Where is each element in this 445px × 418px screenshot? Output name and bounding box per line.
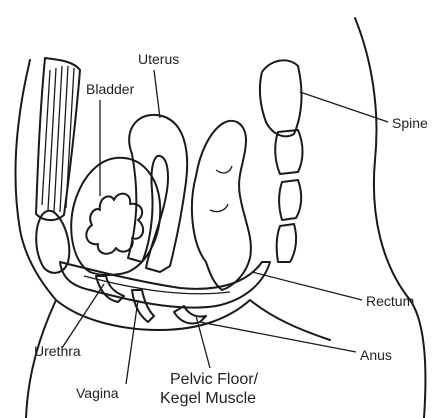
- bladder-label: Bladder: [86, 81, 135, 97]
- rectum-label: Rectum: [366, 293, 414, 309]
- anus-opening: [174, 306, 206, 324]
- vagina-leader: [126, 300, 138, 384]
- bladder: [71, 158, 160, 275]
- uterus-leader: [154, 70, 160, 118]
- pelvic-floor-label-line2: Kegel Muscle: [160, 390, 256, 407]
- anus-label: Anus: [360, 347, 392, 363]
- rectum: [192, 121, 251, 290]
- spine-label: Spine: [392, 115, 428, 131]
- urethra-label: Urethra: [34, 343, 81, 359]
- pelvic-floor-label-line1: Pelvic Floor/: [170, 371, 259, 388]
- vagina-label: Vagina: [76, 385, 119, 401]
- rectum-leader: [252, 272, 362, 300]
- abdominal-muscle: [36, 58, 80, 220]
- urethra-leader: [62, 284, 104, 348]
- uterus-label: Uterus: [138, 51, 179, 67]
- anus-leader: [200, 322, 356, 352]
- perineum-contour: [56, 300, 330, 340]
- spine: [260, 60, 303, 262]
